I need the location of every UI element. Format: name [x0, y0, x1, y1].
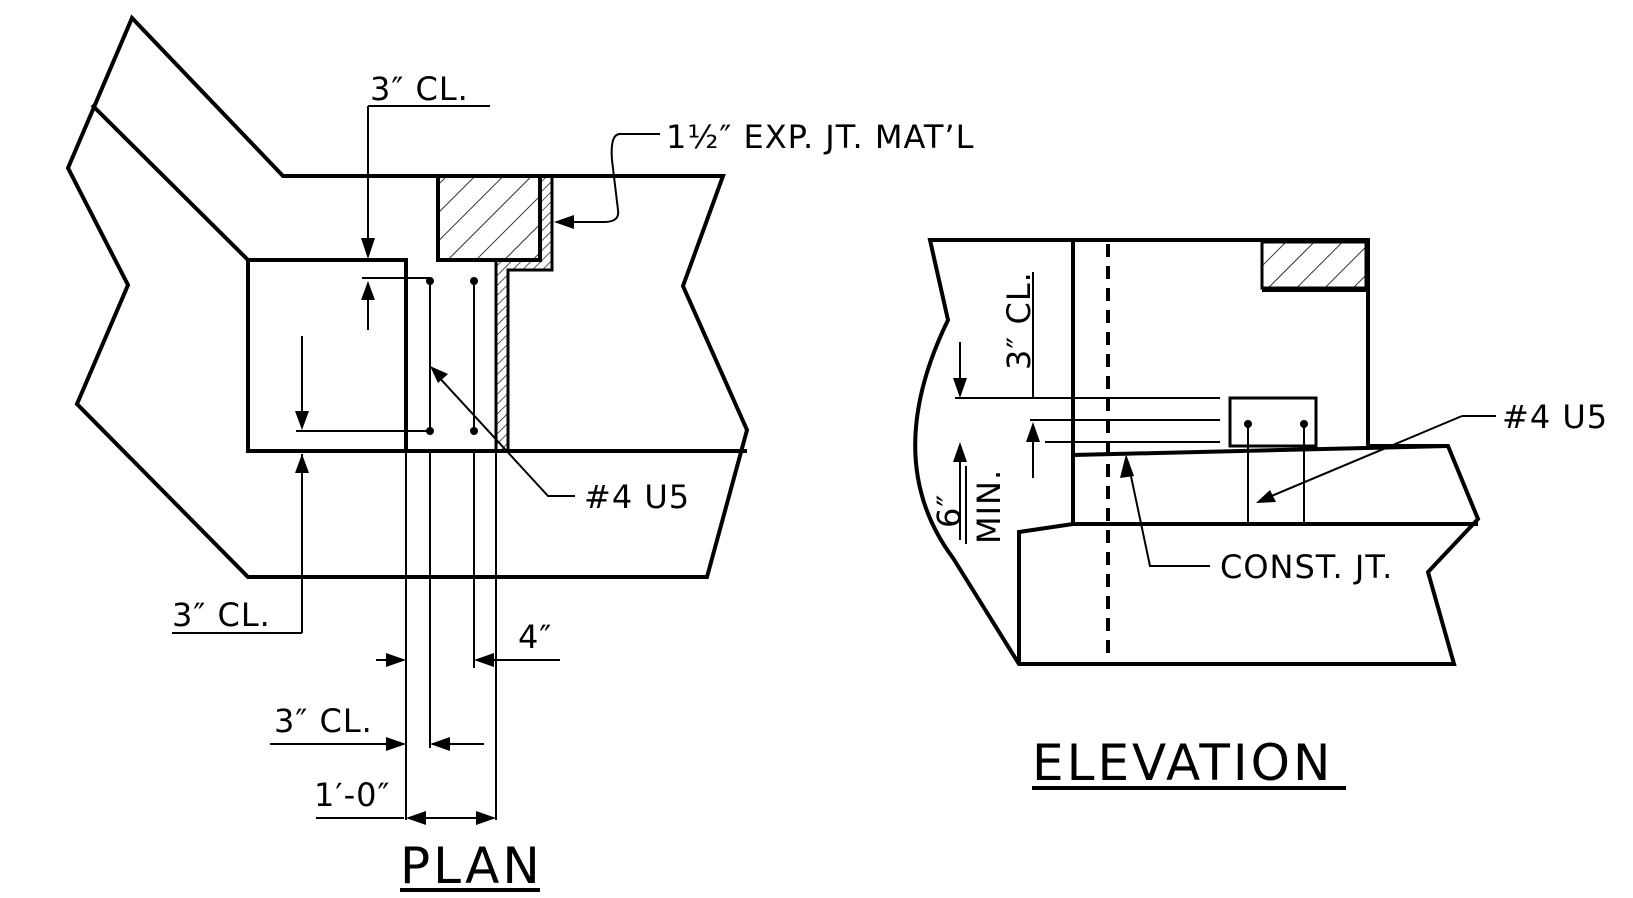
elevation-cl-arrow-lower: [1026, 422, 1040, 442]
plan-four-in-label: 4″: [518, 618, 552, 656]
plan-one-foot-arrow-right: [476, 811, 496, 825]
elevation-const-jt-leader: [1127, 461, 1210, 567]
elevation-bar-arrowhead: [1256, 490, 1276, 503]
plan-title: PLAN: [400, 837, 543, 895]
elevation-ubar-box: [1228, 396, 1318, 448]
plan-small-dim-arrowhead: [361, 281, 375, 300]
elevation-bar-label: #4 U5: [1502, 398, 1608, 436]
plan-exp-joint-block: [436, 174, 542, 262]
plan-cl-left-arrowhead: [295, 454, 309, 473]
elevation-six-in-label: 6″: [930, 494, 968, 528]
elevation-min-label: MIN.: [970, 469, 1008, 544]
plan-wall-inner-line: [90, 103, 250, 262]
elevation-ubar-dot: [1244, 420, 1252, 428]
elevation-bar-leader: [1261, 415, 1463, 501]
plan-four-in-arrow-right: [474, 653, 494, 667]
plan-bar-arrowhead: [430, 366, 448, 383]
elevation-view: 3″ CL. 6″ MIN. #4 U5 CONST. JT. ELEVATIO…: [913, 238, 1608, 792]
plan-exp-joint-arrowhead: [554, 215, 574, 229]
elevation-cl-arrow-upper: [953, 378, 967, 398]
plan-cl-bottom-label: 3″ CL.: [274, 702, 373, 740]
plan-exp-joint-leader: [572, 133, 660, 223]
plan-cl-top-arrowhead: [361, 238, 375, 259]
elevation-const-jt-label: CONST. JT.: [1220, 548, 1393, 586]
elevation-cl-label: 3″ CL.: [1000, 271, 1038, 370]
plan-four-in-arrow-left: [386, 653, 406, 667]
elevation-ubar-dot: [1300, 420, 1308, 428]
elevation-hatched-block: [1260, 240, 1368, 290]
elevation-six-in-arrow: [953, 442, 967, 462]
plan-view: 3″ CL. 1½″ EXP. JT. MAT’L #4 U5 3″ CL. 4…: [65, 14, 974, 895]
plan-bar-label: #4 U5: [584, 478, 690, 516]
plan-cl-top-label: 3″ CL.: [370, 70, 469, 108]
elevation-lower-block: [1017, 522, 1478, 664]
plan-wall-outline: [65, 14, 750, 579]
elevation-const-jt-arrowhead: [1120, 454, 1134, 478]
plan-bar-leader: [435, 373, 575, 497]
plan-cl-bottom-arrow-left: [386, 737, 406, 751]
plan-cl-left-label: 3″ CL.: [172, 596, 271, 634]
elevation-wall-outline: [913, 238, 1481, 666]
plan-one-foot-label: 1′-0″: [314, 776, 390, 814]
plan-pier-block: [246, 258, 408, 453]
elevation-title: ELEVATION: [1032, 734, 1333, 792]
plan-rebar-dot: [470, 427, 478, 435]
plan-one-foot-arrow-left: [406, 811, 426, 825]
plan-left-dim-arrowhead: [295, 411, 309, 430]
plan-cl-bottom-arrow-right: [430, 737, 450, 751]
plan-exp-joint-label: 1½″ EXP. JT. MAT’L: [666, 118, 974, 156]
plan-rebar-dot: [470, 277, 478, 285]
